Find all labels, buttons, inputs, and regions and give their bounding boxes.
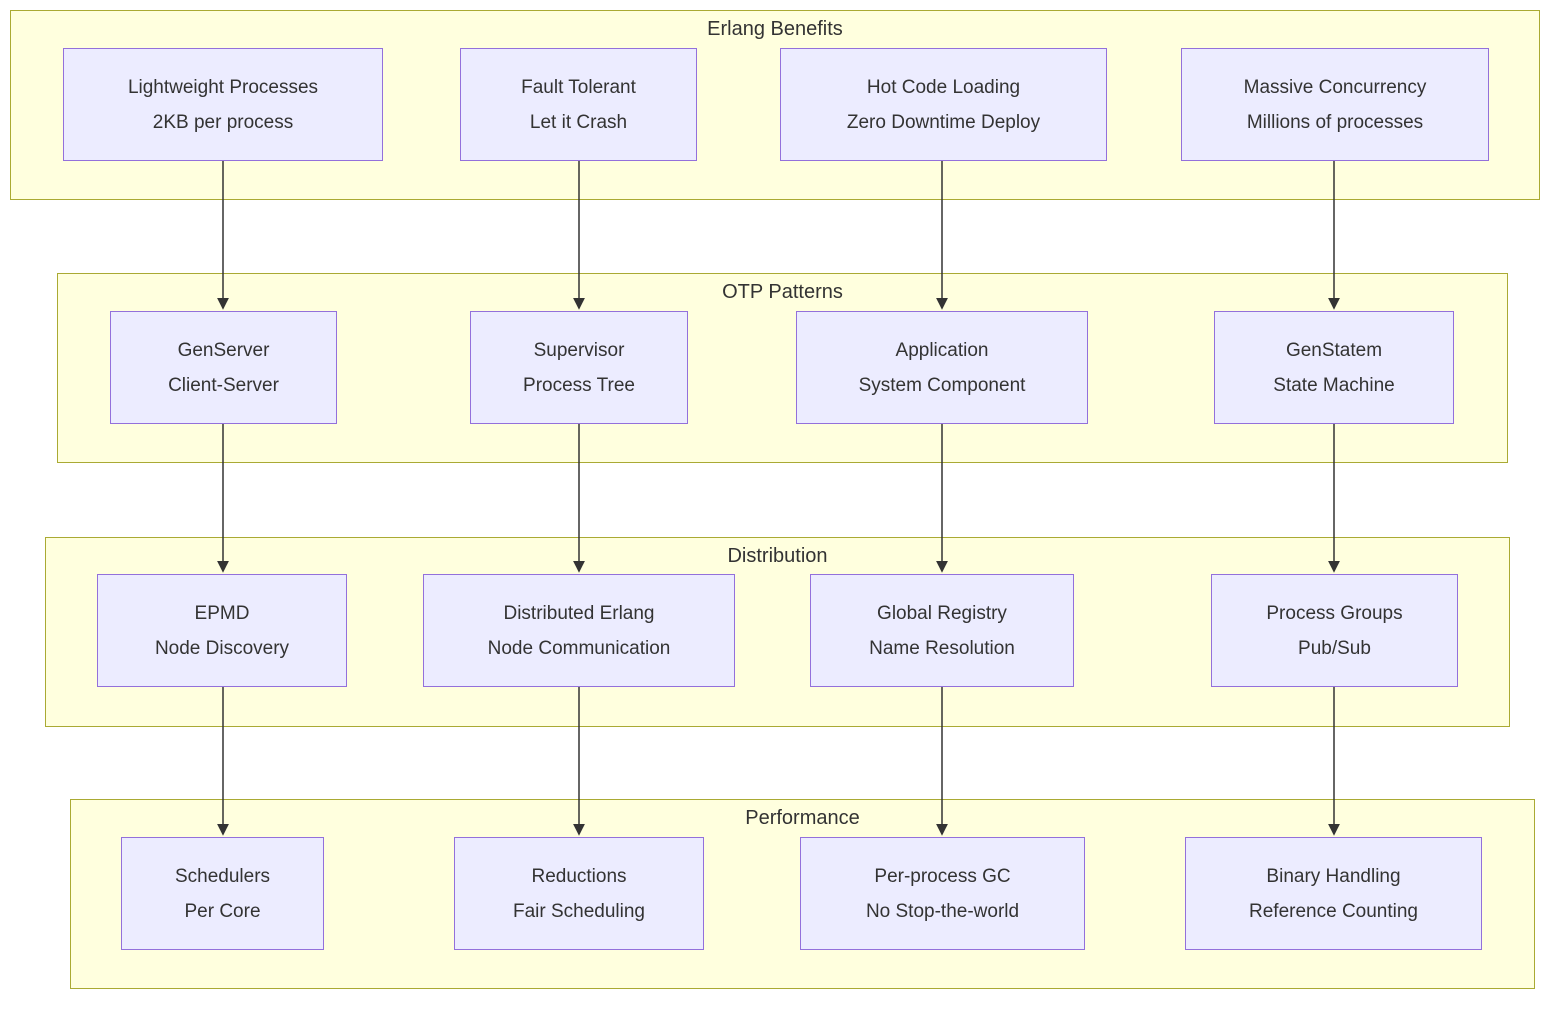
node-line1: Process Groups xyxy=(1266,602,1403,624)
node-hot-code-loading: Hot Code Loading Zero Downtime Deploy xyxy=(780,48,1107,161)
node-line2: Client-Server xyxy=(168,374,279,396)
node-genserver: GenServer Client-Server xyxy=(110,311,337,424)
node-per-process-gc: Per-process GC No Stop-the-world xyxy=(800,837,1085,950)
node-distributed-erlang: Distributed Erlang Node Communication xyxy=(423,574,735,687)
node-process-groups: Process Groups Pub/Sub xyxy=(1211,574,1458,687)
node-line2: Node Communication xyxy=(487,637,671,659)
node-line1: Lightweight Processes xyxy=(127,76,319,98)
node-line1: Distributed Erlang xyxy=(503,602,655,624)
node-line1: Hot Code Loading xyxy=(866,76,1021,98)
node-line2: Let it Crash xyxy=(529,111,628,133)
node-line2: System Component xyxy=(858,374,1026,396)
node-line2: Fair Scheduling xyxy=(512,900,646,922)
node-line2: Reference Counting xyxy=(1249,900,1418,922)
node-line2: Node Discovery xyxy=(154,637,290,659)
node-line2: Name Resolution xyxy=(869,637,1015,659)
node-line1: Supervisor xyxy=(533,339,625,361)
node-line2: Zero Downtime Deploy xyxy=(846,111,1041,133)
node-line1: Application xyxy=(895,339,989,361)
node-lightweight-processes: Lightweight Processes 2KB per process xyxy=(63,48,383,161)
node-line2: Per Core xyxy=(184,900,261,922)
node-line2: State Machine xyxy=(1273,374,1395,396)
node-line1: Schedulers xyxy=(174,865,271,887)
node-epmd: EPMD Node Discovery xyxy=(97,574,347,687)
node-line1: GenStatem xyxy=(1285,339,1383,361)
node-massive-concurrency: Massive Concurrency Millions of processe… xyxy=(1181,48,1489,161)
group-title-distribution: Distribution xyxy=(727,545,828,567)
node-schedulers: Schedulers Per Core xyxy=(121,837,324,950)
node-line2: Millions of processes xyxy=(1246,111,1424,133)
node-line1: Binary Handling xyxy=(1266,865,1401,887)
node-line2: Process Tree xyxy=(523,374,635,396)
node-fault-tolerant: Fault Tolerant Let it Crash xyxy=(460,48,697,161)
node-application: Application System Component xyxy=(796,311,1088,424)
group-title-erlang-benefits: Erlang Benefits xyxy=(707,18,843,40)
node-line1: Massive Concurrency xyxy=(1243,76,1427,98)
node-reductions: Reductions Fair Scheduling xyxy=(454,837,704,950)
node-line1: Per-process GC xyxy=(874,865,1011,887)
group-title-performance: Performance xyxy=(745,807,860,829)
node-line1: Global Registry xyxy=(877,602,1007,624)
node-genstatem: GenStatem State Machine xyxy=(1214,311,1454,424)
node-line2: No Stop-the-world xyxy=(865,900,1020,922)
node-global-registry: Global Registry Name Resolution xyxy=(810,574,1074,687)
node-line1: GenServer xyxy=(177,339,270,361)
node-line1: Reductions xyxy=(531,865,627,887)
node-supervisor: Supervisor Process Tree xyxy=(470,311,688,424)
node-line2: 2KB per process xyxy=(152,111,294,133)
group-title-otp-patterns: OTP Patterns xyxy=(722,281,843,303)
node-line1: EPMD xyxy=(194,602,250,624)
node-binary-handling: Binary Handling Reference Counting xyxy=(1185,837,1482,950)
node-line1: Fault Tolerant xyxy=(521,76,636,98)
node-line2: Pub/Sub xyxy=(1298,637,1371,659)
